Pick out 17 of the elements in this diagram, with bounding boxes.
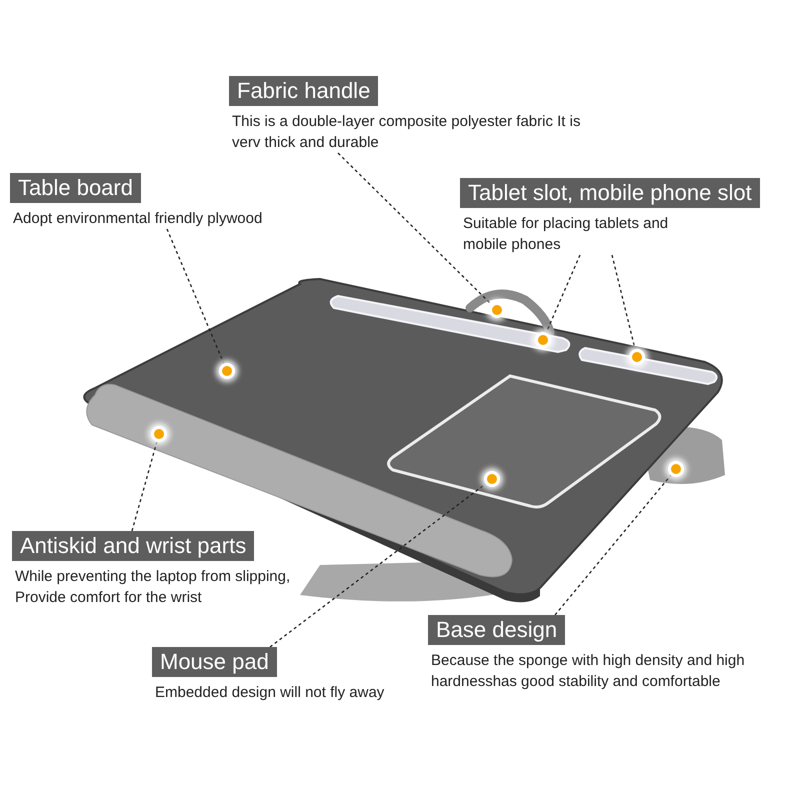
callout-description: Suitable for placing tablets and mobile phones: [463, 214, 670, 255]
callout-heading: Fabric handle: [229, 76, 378, 106]
leader-line: [611, 254, 636, 350]
leader-line: [131, 442, 158, 532]
leader-line: [166, 228, 224, 364]
callout-description: Because the sponge with high density and high hardnesshas good stability and comfortable: [431, 651, 746, 692]
callout-heading: Antiskid and wrist parts: [12, 531, 254, 561]
callout-heading: Mouse pad: [152, 647, 277, 677]
callout-heading: Table board: [10, 173, 141, 203]
callout-description: While preventing the laptop from slipping, Provide comfort for the wrist: [15, 567, 292, 608]
leader-line: [546, 254, 581, 333]
callout-description: Adopt environmental friendly plywood: [13, 209, 264, 229]
callout-heading: Base design: [428, 615, 566, 645]
callout-heading: Tablet slot, mobile phone slot: [460, 178, 760, 208]
leader-line: [338, 152, 492, 305]
callout-description: Embedded design will not fly away: [155, 683, 386, 703]
callout-description: This is a double-layer composite polyester fabric It is verv thick and durable: [232, 112, 582, 153]
